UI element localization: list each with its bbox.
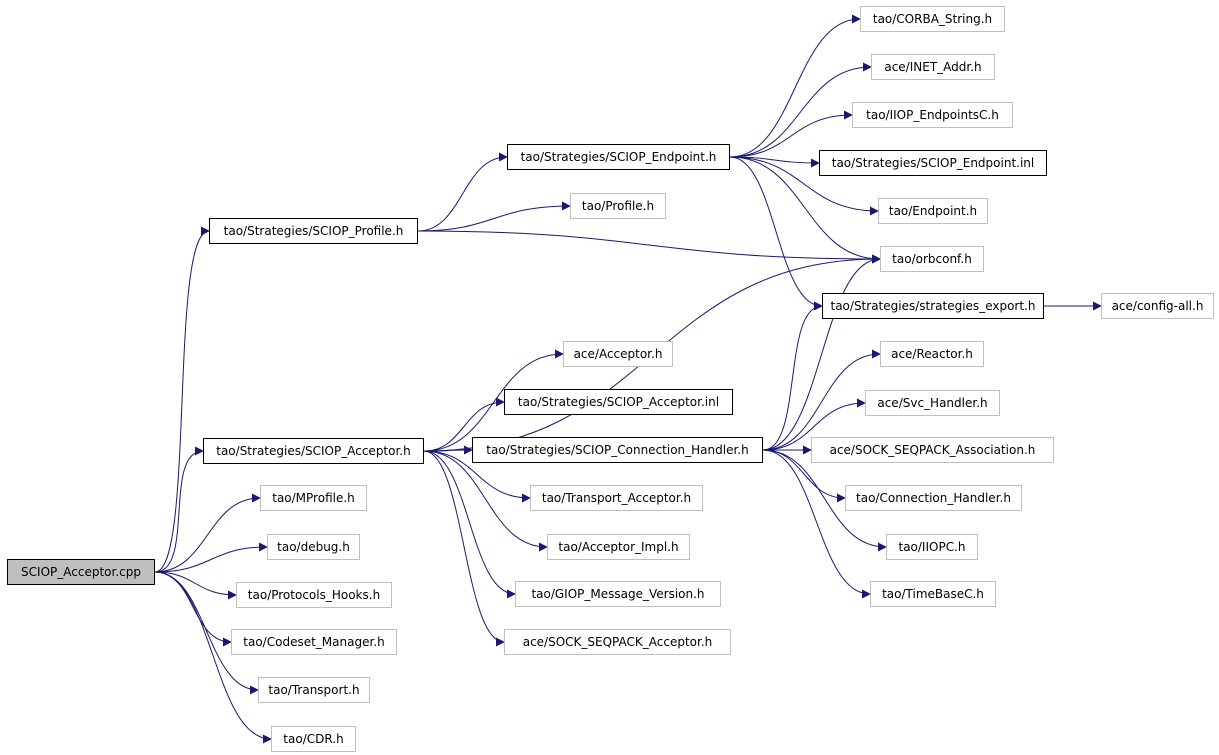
node-acceptor-impl-h: tao/Acceptor_Impl.h bbox=[547, 534, 690, 560]
node-endpoint-h: tao/Endpoint.h bbox=[878, 198, 988, 224]
node-strategies-export-h[interactable]: tao/Strategies/strategies_export.h bbox=[822, 293, 1044, 319]
edge-conn_handler_h-to-reactor bbox=[762, 349, 881, 451]
edge-root-to-protocols_hooks bbox=[154, 571, 237, 600]
node-debug-h: tao/debug.h bbox=[267, 534, 360, 560]
node-connection-handler-h: tao/Connection_Handler.h bbox=[845, 485, 1022, 511]
node-sciop-acceptor-cpp: SCIOP_Acceptor.cpp bbox=[7, 559, 155, 585]
node-transport-h: tao/Transport.h bbox=[258, 677, 370, 703]
edge-acceptor_h-to-giop_msg_version bbox=[423, 450, 516, 599]
node-protocols-hooks-h: tao/Protocols_Hooks.h bbox=[236, 582, 392, 608]
edge-conn_handler_h-to-iiopc bbox=[762, 449, 887, 552]
node-codeset-manager-h: tao/Codeset_Manager.h bbox=[231, 629, 397, 655]
node-sock-seqpack-association-h: ace/SOCK_SEQPACK_Association.h bbox=[811, 437, 1054, 463]
node-sciop-acceptor-h[interactable]: tao/Strategies/SCIOP_Acceptor.h bbox=[203, 438, 424, 464]
edge-acceptor_h-to-ace_acceptor bbox=[423, 349, 564, 452]
edge-profile_h-to-profile bbox=[417, 201, 571, 232]
edge-acceptor_h-to-acceptor_inl bbox=[423, 397, 505, 452]
edge-conn_handler_h-to-orbconf bbox=[762, 254, 881, 451]
edge-endpoint_h-to-orbconf bbox=[729, 156, 881, 264]
edge-profile_h-to-orbconf bbox=[417, 230, 881, 264]
node-ace-acceptor-h: ace/Acceptor.h bbox=[563, 341, 673, 367]
edge-root-to-mprofile bbox=[154, 493, 261, 573]
node-config-all-h: ace/config-all.h bbox=[1101, 293, 1214, 319]
edge-root-to-cdr bbox=[154, 571, 272, 744]
node-sciop-profile-h[interactable]: tao/Strategies/SCIOP_Profile.h bbox=[209, 218, 418, 244]
node-sciop-connection-handler-h[interactable]: tao/Strategies/SCIOP_Connection_Handler.… bbox=[472, 437, 763, 463]
edge-root-to-acceptor_h bbox=[154, 446, 204, 573]
node-reactor-h: ace/Reactor.h bbox=[880, 341, 984, 367]
node-timebasec-h: tao/TimeBaseC.h bbox=[870, 581, 996, 607]
edge-profile_h-to-endpoint_h bbox=[417, 152, 508, 232]
edge-acceptor_h-to-transport_acceptor bbox=[423, 450, 531, 503]
node-sock-seqpack-acceptor-h: ace/SOCK_SEQPACK_Acceptor.h bbox=[504, 629, 731, 655]
edge-endpoint_h-to-inet_addr bbox=[729, 62, 872, 158]
node-sciop-endpoint-inl[interactable]: tao/Strategies/SCIOP_Endpoint.inl bbox=[819, 150, 1047, 176]
node-giop-message-version-h: tao/GIOP_Message_Version.h bbox=[515, 581, 721, 607]
node-cdr-h: tao/CDR.h bbox=[271, 726, 356, 752]
node-svc-handler-h: ace/Svc_Handler.h bbox=[865, 390, 1000, 416]
node-mprofile-h: tao/MProfile.h bbox=[260, 485, 367, 511]
edge-acceptor_h-to-conn_handler_h bbox=[423, 445, 473, 455]
node-transport-acceptor-h: tao/Transport_Acceptor.h bbox=[530, 485, 703, 511]
node-corba-string-h: tao/CORBA_String.h bbox=[860, 6, 1005, 32]
edge-conn_handler_h-to-strategies_export bbox=[762, 301, 823, 451]
edge-endpoint_h-to-strategies_export bbox=[729, 156, 823, 311]
edge-root-to-profile_h bbox=[154, 226, 210, 573]
node-iiop-endpointsc-h: tao/IIOP_EndpointsC.h bbox=[852, 102, 1013, 128]
node-orbconf-h: tao/orbconf.h bbox=[880, 246, 984, 272]
edge-acceptor_h-to-acceptor_impl bbox=[423, 450, 548, 552]
node-inet-addr-h: ace/INET_Addr.h bbox=[871, 54, 995, 80]
node-sciop-acceptor-inl[interactable]: tao/Strategies/SCIOP_Acceptor.inl bbox=[504, 389, 733, 415]
edge-acceptor_h-to-sock_seqpack_acceptor bbox=[423, 450, 505, 647]
node-sciop-endpoint-h[interactable]: tao/Strategies/SCIOP_Endpoint.h bbox=[507, 144, 730, 170]
edge-conn_handler_h-to-timebasec bbox=[762, 449, 871, 599]
node-iiopc-h: tao/IIOPC.h bbox=[886, 534, 978, 560]
edge-conn_handler_h-to-svc_handler bbox=[762, 398, 866, 451]
edge-endpoint_h-to-iiop_endpointsc bbox=[729, 110, 853, 158]
edge-endpoint_h-to-corba_string bbox=[729, 14, 861, 158]
edge-root-to-debug bbox=[154, 542, 268, 573]
node-profile-h: tao/Profile.h bbox=[570, 193, 666, 219]
edge-endpoint_h-to-endpoint bbox=[729, 156, 879, 216]
